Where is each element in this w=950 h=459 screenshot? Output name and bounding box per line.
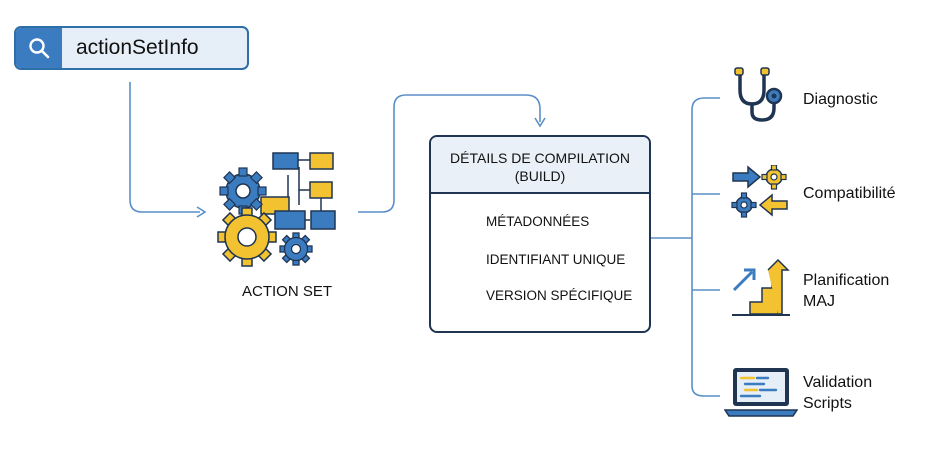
output-validation-line1: Validation xyxy=(803,374,873,391)
output-planification-line1: Planification xyxy=(803,272,890,289)
output-planification: Planification MAJ xyxy=(803,270,889,312)
stethoscope-icon xyxy=(734,67,783,122)
upgrade-stairs-icon xyxy=(732,258,790,316)
output-planification-line2: MAJ xyxy=(803,293,835,310)
search-icon xyxy=(29,38,50,59)
build-details-box: DÉTAILS DE COMPILATION (BUILD) xyxy=(429,135,651,333)
output-compatibilite-label: Compatibilité xyxy=(803,185,896,202)
laptop-code-icon xyxy=(724,368,798,417)
build-title-line1: DÉTAILS DE COMPILATION xyxy=(450,150,630,166)
build-details-header: DÉTAILS DE COMPILATION (BUILD) xyxy=(431,137,649,194)
output-diagnostic: Diagnostic xyxy=(803,89,878,110)
action-set-icon xyxy=(217,152,336,267)
output-validation-line2: Scripts xyxy=(803,395,852,412)
action-set-label: ACTION SET xyxy=(241,283,332,300)
search-bar[interactable]: actionSetInfo xyxy=(14,26,249,70)
build-item-specific-version: VERSION SPÉCIFIQUE xyxy=(486,288,633,303)
build-title-line2: (BUILD) xyxy=(514,168,566,184)
build-item-unique-id: IDENTIFIANT UNIQUE xyxy=(486,252,626,267)
output-diagnostic-label: Diagnostic xyxy=(803,91,878,108)
compatibility-icon xyxy=(731,165,788,218)
search-input[interactable]: actionSetInfo xyxy=(76,36,199,59)
output-validation: Validation Scripts xyxy=(803,372,872,414)
search-button[interactable] xyxy=(16,28,62,68)
build-item-metadata: MÉTADONNÉES xyxy=(486,214,590,229)
output-compatibilite: Compatibilité xyxy=(803,183,895,204)
